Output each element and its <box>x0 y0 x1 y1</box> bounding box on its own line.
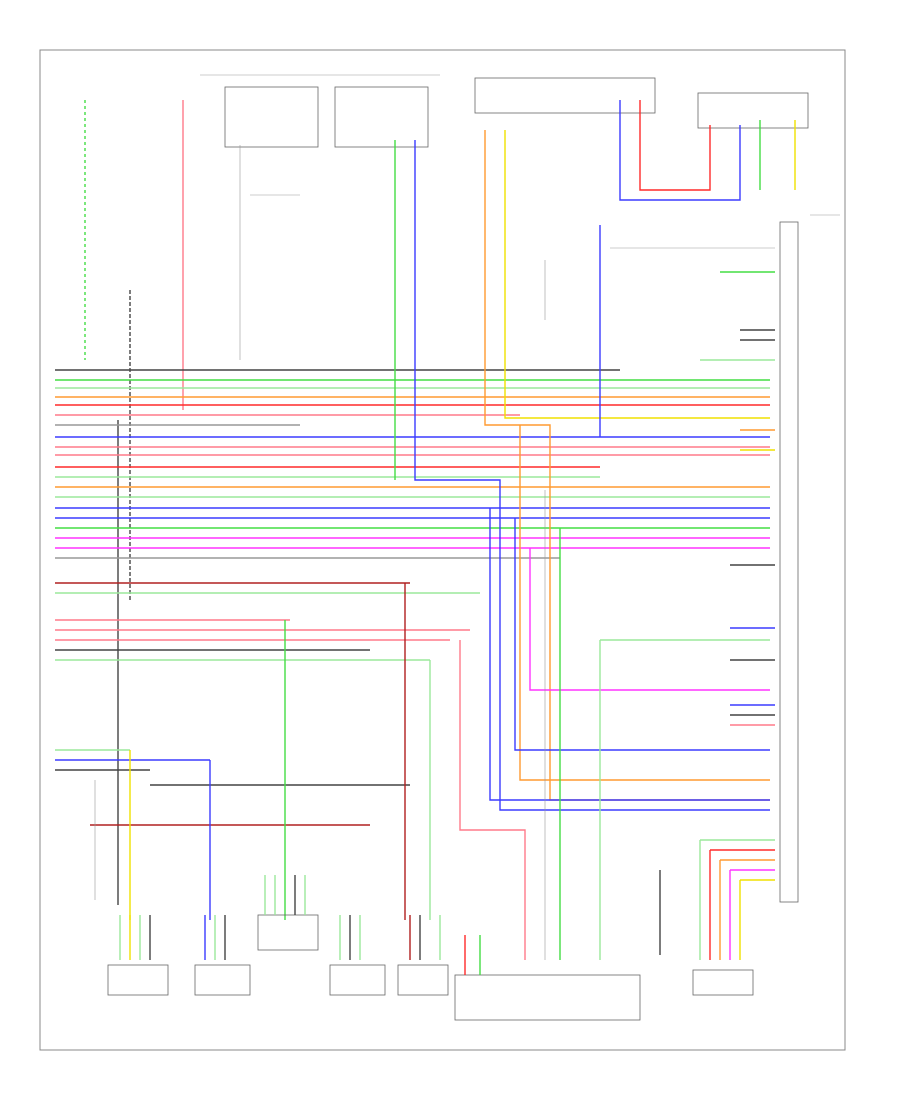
injector-conn-1 <box>107 964 169 996</box>
misc-thin-lines <box>94 74 840 960</box>
vwire-blue-3 <box>619 100 741 201</box>
vwire-blue-4 <box>489 508 770 801</box>
vertical-routed-wires <box>129 100 796 960</box>
sensor-box-topright <box>697 92 809 129</box>
injector-conn-3 <box>257 914 319 951</box>
vwire-orange-2 <box>519 425 770 781</box>
vwire-orange-1 <box>484 130 770 801</box>
left-vertical-wires <box>84 100 184 905</box>
ecm-pin-stubs <box>699 271 775 960</box>
fuel-pump-box <box>474 77 656 114</box>
vwire-blue-1 <box>414 140 770 811</box>
relay-box-2 <box>334 86 429 148</box>
vwire-yellow-1 <box>504 130 770 419</box>
diagram-frame <box>39 49 846 1051</box>
vwire-red-1 <box>639 100 711 191</box>
vwire-pink-1 <box>459 640 526 960</box>
horizontal-wires <box>55 369 770 826</box>
relay-box-1 <box>224 86 319 148</box>
top-components <box>224 77 809 903</box>
injector-conn-5 <box>397 964 449 996</box>
bottom-pin-stubs <box>119 870 661 975</box>
vwire-magenta-1 <box>529 548 770 691</box>
connector-bottomright <box>692 969 754 996</box>
transmission-assembly <box>454 974 641 1021</box>
injector-conn-2 <box>194 964 251 996</box>
bottom-components <box>107 914 754 1021</box>
injector-conn-4 <box>329 964 386 996</box>
ecm-connector-strip <box>779 221 799 903</box>
vwire-blue-5 <box>514 518 770 751</box>
